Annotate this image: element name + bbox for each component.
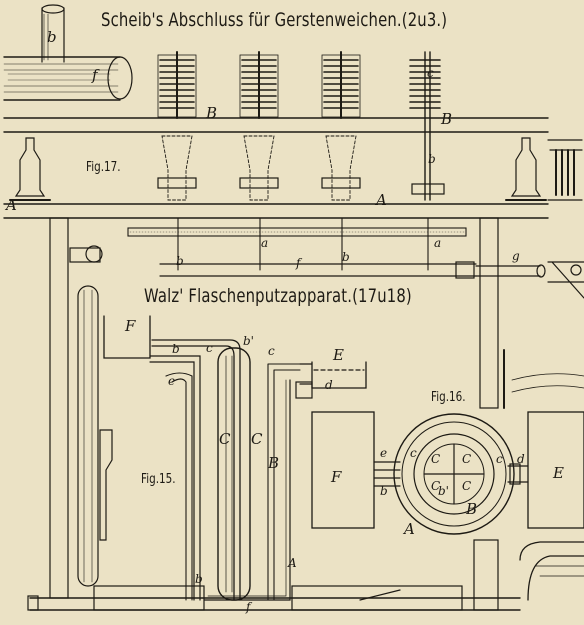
label-a-2: a bbox=[434, 236, 442, 250]
rods-a bbox=[177, 217, 429, 271]
lower-right-partial bbox=[503, 349, 584, 601]
label-B-right: B bbox=[441, 110, 453, 128]
base-beam-A bbox=[3, 203, 549, 219]
label-B-left: B bbox=[206, 104, 218, 122]
side-column-left bbox=[9, 137, 51, 201]
tank-F bbox=[103, 315, 151, 359]
fig17-label: Fig.17. bbox=[86, 160, 121, 175]
brush-group bbox=[157, 51, 441, 201]
label-C-right: C bbox=[251, 430, 263, 448]
brush-3 bbox=[321, 51, 361, 119]
connecting-pipes bbox=[373, 461, 529, 487]
label-f-shaft: f bbox=[296, 256, 301, 270]
brush-4 bbox=[409, 51, 441, 201]
label-f-pipe: f bbox=[92, 66, 98, 84]
ring-assembly bbox=[393, 413, 515, 535]
side-column-right bbox=[505, 137, 547, 201]
label-B-box: B bbox=[268, 454, 280, 472]
label-c-top: c bbox=[427, 66, 434, 80]
scheib-apparatus bbox=[3, 4, 584, 599]
label-d-ring: d bbox=[517, 452, 525, 466]
pipes-manifold bbox=[149, 339, 313, 601]
label-a-1: a bbox=[261, 236, 269, 250]
label-c-left: c bbox=[206, 341, 213, 355]
label-b-prime-ring: b' bbox=[438, 484, 449, 498]
label-f-bottom: f bbox=[246, 600, 251, 614]
label-F-block: F bbox=[331, 468, 342, 486]
right-frame bbox=[479, 139, 584, 409]
gear-rack bbox=[127, 227, 467, 237]
walz-apparatus bbox=[27, 285, 521, 611]
funnel-row bbox=[161, 135, 357, 201]
label-C-ring-1: C bbox=[431, 452, 441, 466]
block-F bbox=[311, 411, 375, 529]
base-plate bbox=[27, 539, 521, 611]
beam-B bbox=[3, 117, 549, 133]
box-B bbox=[203, 379, 291, 601]
label-c-right: c bbox=[268, 344, 275, 358]
tank-E bbox=[311, 361, 367, 389]
label-E-block: E bbox=[553, 464, 564, 482]
label-b-shaft-2: b bbox=[342, 250, 350, 264]
block-E bbox=[527, 411, 584, 529]
fig15-label: Fig.15. bbox=[141, 472, 176, 487]
label-b-bottom: b bbox=[195, 572, 203, 586]
brush-2 bbox=[239, 51, 279, 119]
label-g: g bbox=[512, 249, 520, 263]
pulley-belt bbox=[77, 285, 113, 587]
brush-1 bbox=[157, 51, 197, 119]
label-e-left: e bbox=[168, 374, 176, 388]
label-e-ring: e bbox=[380, 446, 388, 460]
label-C-ring-3: C bbox=[431, 479, 441, 493]
label-C-ring-2: C bbox=[462, 452, 472, 466]
label-b-prime: b' bbox=[243, 334, 254, 348]
left-frame bbox=[49, 217, 103, 599]
pipe-f bbox=[3, 56, 133, 101]
pipe-b-top bbox=[41, 4, 65, 63]
label-A-ring: A bbox=[404, 520, 415, 538]
label-B-ring: B bbox=[466, 500, 478, 518]
label-c-ring-2: c bbox=[496, 452, 503, 466]
title-scheib: Scheib's Abschluss für Gerstenweichen.(2… bbox=[101, 9, 448, 31]
label-E-tank: E bbox=[333, 346, 344, 364]
fig16-apparatus bbox=[311, 411, 584, 535]
label-c-ring-1: c bbox=[410, 446, 417, 460]
label-A-bottom: A bbox=[288, 556, 297, 570]
label-F-tank: F bbox=[125, 317, 136, 335]
label-A-left: A bbox=[6, 196, 17, 214]
label-C-ring-4: C bbox=[462, 479, 472, 493]
fig16-label: Fig.16. bbox=[431, 390, 466, 405]
label-b-ring: b bbox=[380, 484, 388, 498]
label-b-manifold: b bbox=[172, 342, 180, 356]
title-walz: Walz' Flaschenputzapparat.(17u18) bbox=[144, 285, 412, 307]
label-C-left: C bbox=[219, 430, 231, 448]
shaft-f bbox=[159, 261, 546, 279]
label-b-pipe: b bbox=[47, 28, 57, 46]
label-A-beam: A bbox=[376, 191, 387, 209]
label-b-rod: b bbox=[428, 152, 436, 166]
label-b-shaft: b bbox=[176, 254, 184, 268]
label-d-pipe: d bbox=[325, 378, 333, 392]
collar-row bbox=[157, 177, 445, 195]
